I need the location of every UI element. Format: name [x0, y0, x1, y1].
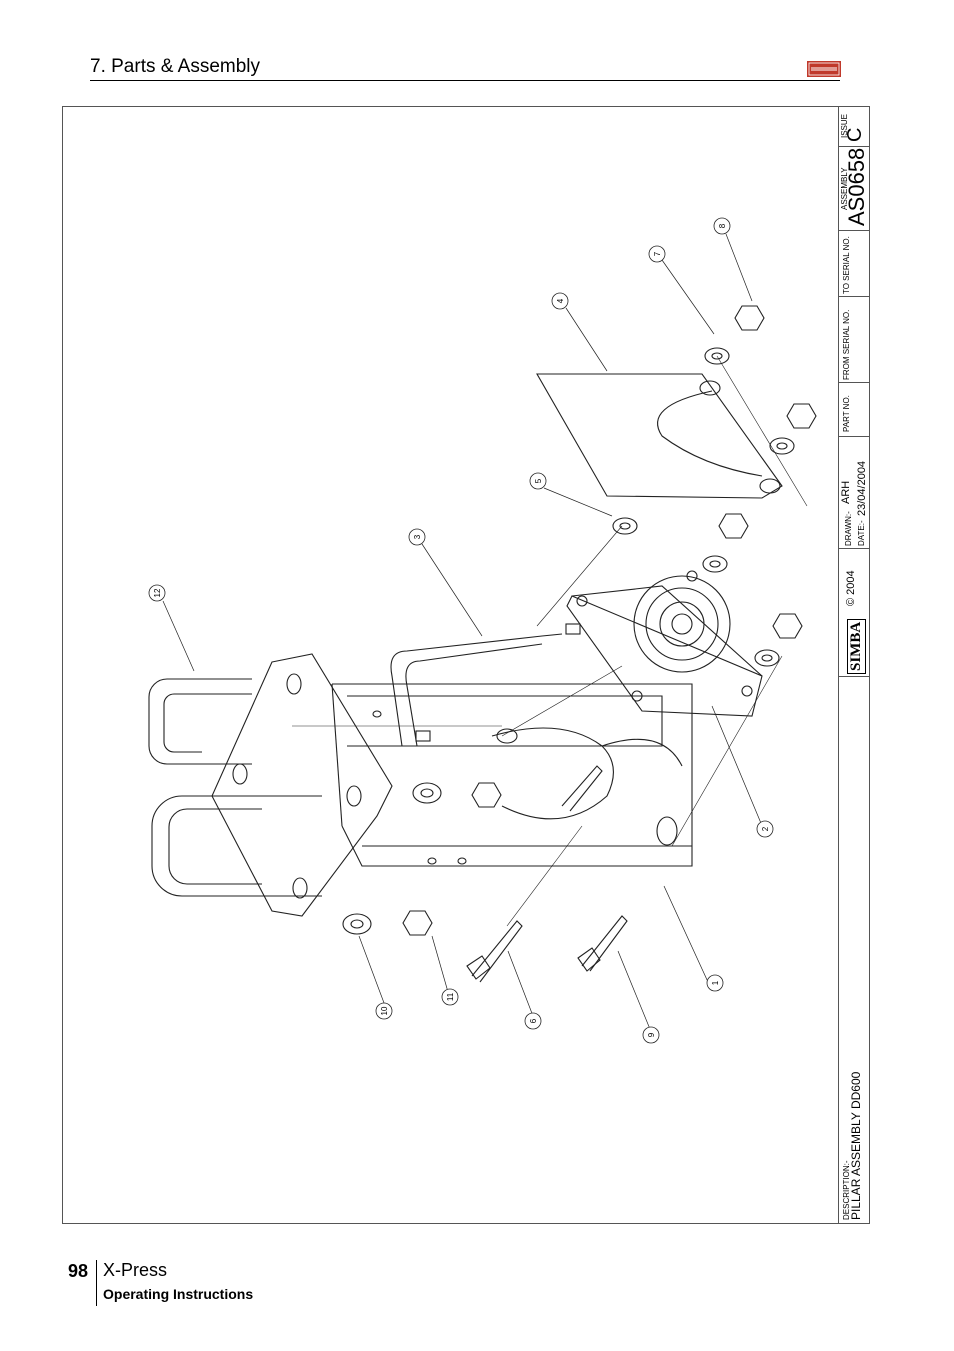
callout-2: 2: [756, 820, 774, 838]
bolt: [581, 915, 628, 972]
callout-9: 9: [642, 1026, 660, 1044]
callout-5: 5: [529, 472, 547, 490]
washer: [702, 555, 728, 573]
assembly-number: AS0658: [844, 147, 869, 226]
washer: [342, 913, 372, 935]
document-subtitle: Operating Instructions: [103, 1286, 254, 1302]
nut: [718, 513, 749, 539]
drawing-date: 23/04/2004: [856, 460, 868, 516]
product-name: X-Press: [103, 1260, 168, 1280]
footer-divider: [96, 1260, 97, 1306]
from-serial-label: FROM SERIAL NO.: [842, 309, 851, 380]
u-bolt: [148, 678, 252, 765]
washer: [754, 649, 780, 667]
callout-1: 1: [706, 974, 724, 992]
svg-text:7: 7: [653, 251, 662, 256]
bolt: [561, 765, 603, 812]
part-no-label: PART NO.: [842, 395, 851, 432]
drawn-label: DRAWN:-: [844, 511, 853, 546]
svg-text:9: 9: [647, 1032, 656, 1037]
copyright: © 2004: [845, 570, 857, 606]
drawing-description: PILLAR ASSEMBLY DD600: [849, 1071, 863, 1220]
nut: [772, 613, 803, 639]
exploded-assembly-drawing: 12 3 4 5 7 8 1 2 10 11 6 9: [148, 217, 817, 1044]
svg-text:11: 11: [446, 992, 455, 1001]
nut: [471, 782, 502, 808]
simba-logo: [807, 61, 841, 77]
company-logo-text: SIMBA: [847, 618, 866, 674]
svg-text:2: 2: [761, 826, 770, 831]
callout-10: 10: [375, 1002, 393, 1020]
date-label: DATE:-: [857, 520, 866, 546]
cover-plate: [536, 373, 783, 499]
washer: [412, 782, 442, 804]
svg-text:1: 1: [711, 980, 720, 985]
grease-hose: [390, 633, 563, 747]
callout-7: 7: [648, 245, 666, 263]
to-serial-label: TO SERIAL NO.: [842, 236, 851, 294]
svg-text:6: 6: [529, 1018, 538, 1023]
washer: [704, 347, 730, 365]
callout-8: 8: [713, 217, 731, 235]
callout-4: 4: [551, 292, 569, 310]
clamp-plate: [211, 653, 393, 917]
section-title: 7. Parts & Assembly: [90, 56, 261, 77]
drawing-frame: [62, 106, 870, 1224]
washer: [612, 517, 638, 535]
svg-text:4: 4: [556, 298, 565, 303]
drawn-by: ARH: [840, 480, 852, 504]
nut: [786, 403, 817, 429]
callout-6: 6: [524, 1012, 542, 1030]
washer: [769, 437, 795, 455]
header-divider: [90, 80, 840, 81]
bolt: [471, 920, 523, 983]
svg-text:12: 12: [153, 588, 162, 597]
page-number: 98: [68, 1261, 89, 1281]
title-block: ISSUE C ASSEMBLY AS0658 TO SERIAL NO. FR…: [838, 106, 870, 1224]
callout-12: 12: [148, 584, 166, 602]
nut: [734, 305, 765, 331]
pillar: [332, 683, 693, 867]
bearing-plate: [566, 595, 763, 717]
svg-text:5: 5: [534, 478, 543, 483]
nut: [402, 910, 433, 936]
issue-value: C: [844, 127, 866, 142]
svg-text:3: 3: [413, 534, 422, 539]
svg-text:10: 10: [380, 1006, 389, 1015]
callout-3: 3: [408, 528, 426, 546]
callout-11: 11: [441, 988, 459, 1006]
svg-text:8: 8: [718, 223, 727, 228]
